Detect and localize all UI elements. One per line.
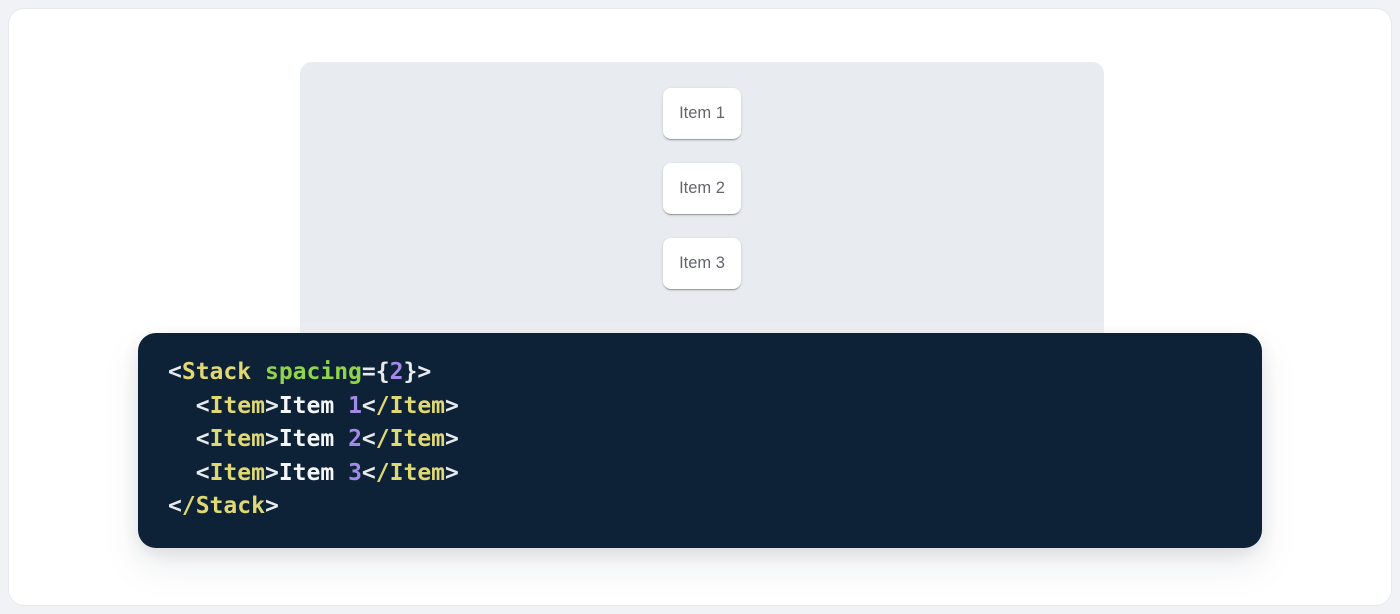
code-line: <Stack spacing={2}> xyxy=(168,356,1232,390)
code-token-punct: < xyxy=(168,359,182,385)
code-token-tag: /Item xyxy=(375,426,446,452)
code-token-punct: < xyxy=(195,392,210,419)
stack-item: Item 3 xyxy=(663,238,741,289)
stack-item-label: Item 1 xyxy=(679,104,725,122)
code-token-tag: /Stack xyxy=(181,493,265,519)
code-token-punct: > xyxy=(264,493,279,519)
code-token-punct: > xyxy=(445,459,459,486)
code-token-tag: Item xyxy=(209,392,265,419)
stack-item-label: Item 2 xyxy=(679,179,725,197)
code-token-plain: Item xyxy=(278,426,349,452)
code-token-punct: < xyxy=(361,426,376,452)
code-token-tag: Item xyxy=(209,426,265,452)
code-token-punct: < xyxy=(195,426,210,452)
stack-item: Item 1 xyxy=(663,88,741,139)
code-token-punct: < xyxy=(361,392,376,419)
demo-preview-panel: Item 1 Item 2 Item 3 xyxy=(300,62,1104,346)
stack-item: Item 2 xyxy=(663,163,741,214)
code-token-plain xyxy=(251,359,265,385)
code-token-tag: Item xyxy=(209,459,265,486)
code-token-punct: > xyxy=(445,392,459,419)
code-token-punct: = xyxy=(361,359,376,385)
code-token-plain xyxy=(168,460,196,486)
code-token-number: 1 xyxy=(348,392,362,419)
code-token-plain: Item xyxy=(278,392,349,419)
code-content: <Stack spacing={2}> <Item>Item 1</Item> … xyxy=(138,333,1262,547)
code-token-punct: < xyxy=(168,493,182,519)
code-token-tag: Stack xyxy=(181,359,252,385)
code-token-attr: spacing xyxy=(264,359,362,385)
code-line: </Stack> xyxy=(168,490,1232,524)
code-token-punct: > xyxy=(264,459,279,486)
code-token-plain xyxy=(168,393,196,419)
code-token-punct: { xyxy=(375,359,390,385)
code-token-tag: /Item xyxy=(375,459,446,486)
code-token-punct: > xyxy=(445,426,459,452)
stack-demo: Item 1 Item 2 Item 3 xyxy=(300,62,1104,289)
code-token-plain: Item xyxy=(278,459,349,486)
code-token-plain xyxy=(168,426,196,452)
code-token-number: 2 xyxy=(389,359,404,385)
code-token-tag: /Item xyxy=(375,392,446,419)
code-token-punct: < xyxy=(361,459,376,486)
code-token-punct: } xyxy=(403,359,418,385)
code-token-punct: > xyxy=(417,359,432,385)
code-token-number: 2 xyxy=(348,426,362,452)
code-token-punct: > xyxy=(264,426,279,452)
code-token-number: 3 xyxy=(348,459,362,486)
code-token-punct: > xyxy=(264,392,279,419)
code-line: <Item>Item 3</Item> xyxy=(168,457,1232,491)
code-block: <Stack spacing={2}> <Item>Item 1</Item> … xyxy=(138,333,1262,548)
code-line: <Item>Item 2</Item> xyxy=(168,423,1232,457)
code-line: <Item>Item 1</Item> xyxy=(168,390,1232,424)
code-token-punct: < xyxy=(195,459,210,486)
stack-item-label: Item 3 xyxy=(679,254,725,272)
